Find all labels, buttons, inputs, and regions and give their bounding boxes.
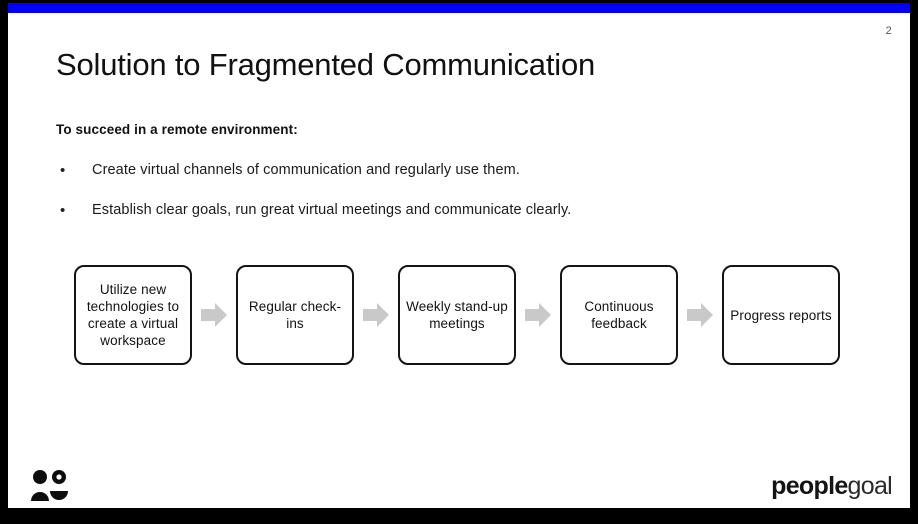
arrow-right-icon xyxy=(516,265,560,365)
flow-step-5: Progress reports xyxy=(722,265,840,365)
flow-step-label: Utilize new technologies to create a vir… xyxy=(86,282,180,348)
brand-wordmark-strong: people xyxy=(771,472,848,500)
people-group-icon xyxy=(30,469,68,503)
bullet-marker-icon: • xyxy=(60,162,66,179)
flow-step-3: Weekly stand-up meetings xyxy=(398,265,516,365)
flow-step-label: Progress reports xyxy=(730,307,832,323)
arrow-right-icon xyxy=(192,265,236,365)
list-item-label: Establish clear goals, run great virtual… xyxy=(92,202,572,218)
flow-step-4: Continuous feedback xyxy=(560,265,678,365)
page-title: Solution to Fragmented Communication xyxy=(56,47,596,82)
flow-step-1: Utilize new technologies to create a vir… xyxy=(74,265,192,365)
arrow-right-icon xyxy=(354,265,398,365)
bullet-list: • Create virtual channels of communicati… xyxy=(56,161,856,241)
page-number: 2 xyxy=(885,25,892,37)
list-item-label: Create virtual channels of communication… xyxy=(92,162,520,178)
top-accent-bar xyxy=(8,3,910,13)
flow-step-2: Regular check-ins xyxy=(236,265,354,365)
slide-canvas: 2 Solution to Fragmented Communication T… xyxy=(8,3,910,508)
list-item: • Establish clear goals, run great virtu… xyxy=(56,201,856,241)
brand-wordmark-light: goal xyxy=(847,472,893,500)
arrow-right-icon xyxy=(678,265,722,365)
flow-step-label: Regular check-ins xyxy=(248,299,342,331)
brand-wordmark: peoplegoal xyxy=(771,471,893,501)
process-flow-diagram: Utilize new technologies to create a vir… xyxy=(74,265,864,365)
lead-in-heading: To succeed in a remote environment: xyxy=(56,122,298,137)
list-item: • Create virtual channels of communicati… xyxy=(56,161,856,201)
bullet-marker-icon: • xyxy=(60,202,66,219)
flow-step-label: Continuous feedback xyxy=(584,299,654,331)
flow-step-label: Weekly stand-up meetings xyxy=(406,299,508,331)
